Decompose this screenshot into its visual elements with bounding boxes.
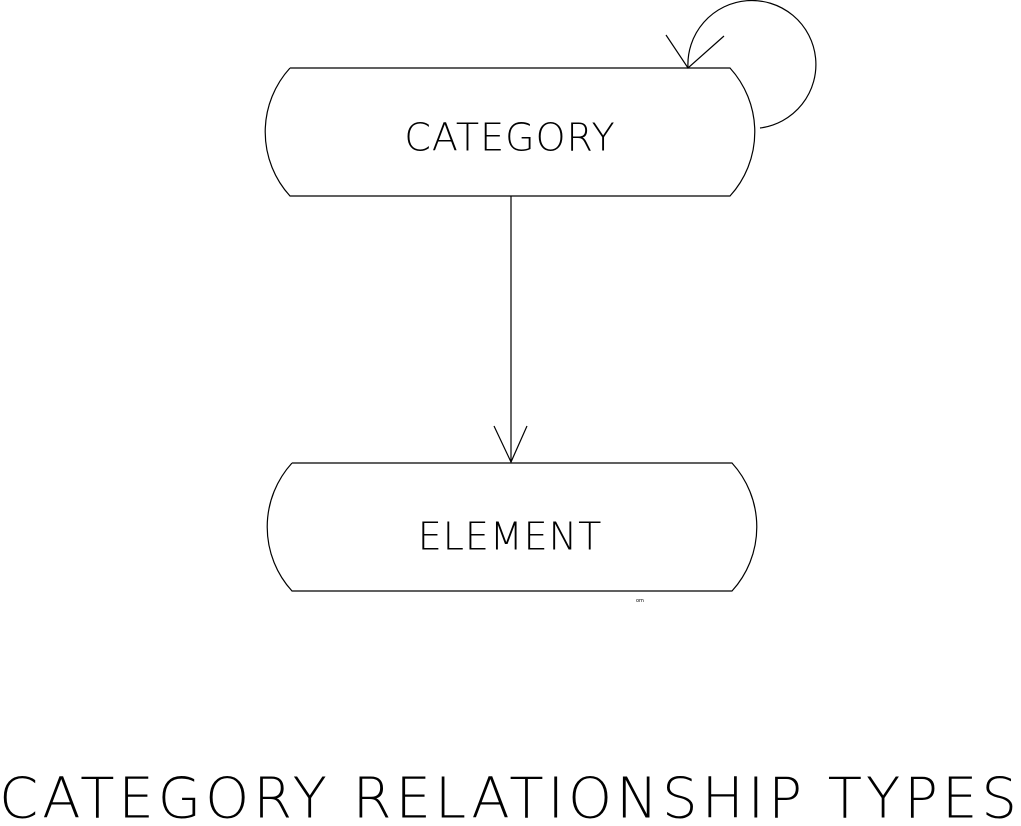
- category-node: CATEGORY: [264, 67, 756, 197]
- diagram-caption: CATEGORY RELATIONSHIP TYPES: [0, 766, 1021, 826]
- category-to-element-edge: [493, 196, 528, 464]
- self-loop-arrowhead: [665, 34, 725, 69]
- element-node-label: ELEMENT: [418, 515, 603, 559]
- category-node-shape: [264, 67, 756, 197]
- small-mark: om: [636, 598, 644, 604]
- edge-arrowhead: [493, 425, 528, 464]
- element-node: ELEMENT: [266, 462, 758, 592]
- element-node-shape: [266, 462, 758, 592]
- category-self-loop-edge: [665, 0, 817, 129]
- self-loop-arc: [687, 0, 817, 129]
- category-node-label: CATEGORY: [404, 116, 615, 160]
